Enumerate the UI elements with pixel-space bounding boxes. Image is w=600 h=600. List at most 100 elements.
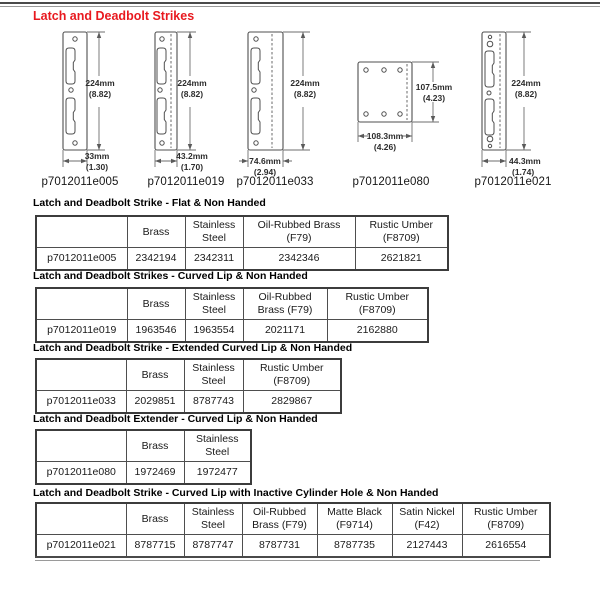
width-dimension-mm: 33mm [85, 151, 110, 161]
latch-cutout [250, 47, 261, 85]
figure-e021: 224mm (8.82) 44.3mm (1.74) p7012011e021 [460, 28, 580, 198]
latch-cutout [156, 47, 167, 85]
width-dimension-mm: 74.6mm [249, 156, 281, 166]
plate-outline [357, 61, 413, 123]
column-header-satin-nickel: Satin Nickel (F42) [391, 502, 463, 535]
cylinder-hole [486, 40, 494, 48]
screw-hole [72, 140, 78, 146]
table-extender-curved-lip: Brass Stainless Steel p7012011e080 19724… [35, 429, 252, 485]
column-header-oil-rubbed-brass: Oil-Rubbed Brass (F79) [242, 215, 356, 248]
height-dimension-mm: 107.5mm [416, 82, 453, 92]
width-dimension-mm: 108.3mm [367, 131, 404, 141]
column-header-part [35, 287, 128, 320]
part-number-cell: p7012011e019 [35, 319, 128, 343]
arrowhead [500, 158, 506, 164]
column-header-stainless-steel: Stainless Steel [183, 429, 252, 462]
column-header-part [35, 358, 127, 391]
part-code-cell: 2127443 [391, 534, 463, 558]
table-flat-non-handed: Brass Stainless Steel Oil-Rubbed Brass (… [35, 215, 449, 271]
height-dimension-in: (8.82) [515, 89, 537, 99]
data-row: p7012011e019 1963546 1963554 2021171 216… [35, 319, 429, 343]
header-row: Brass Stainless Steel Oil-Rubbed Brass (… [35, 502, 551, 535]
screw-hole [363, 111, 369, 117]
screw-hole [251, 87, 257, 93]
column-header-stainless-steel: Stainless Steel [184, 215, 244, 248]
screw-hole [487, 143, 493, 149]
screw-hole [68, 87, 74, 93]
screw-hole [397, 111, 403, 117]
header-row: Brass Stainless Steel Rustic Umber (F870… [35, 358, 342, 391]
height-dimension-in: (4.23) [423, 93, 445, 103]
data-row: p7012011e080 1972469 1972477 [35, 461, 252, 485]
header-row: Brass Stainless Steel Oil-Rubbed Brass (… [35, 215, 449, 248]
part-code-cell: 1972477 [183, 461, 252, 485]
latch-cutout [65, 47, 76, 85]
arrowhead [430, 62, 436, 68]
section-title-cylinder-hole: Latch and Deadbolt Strike - Curved Lip w… [33, 487, 439, 499]
column-header-part [35, 502, 127, 535]
column-header-brass: Brass [125, 502, 185, 535]
part-code-cell: 8787743 [183, 390, 244, 414]
part-number-label: p7012011e005 [41, 176, 119, 188]
arrowhead [171, 158, 177, 164]
arrowhead [283, 158, 289, 164]
column-header-rustic-umber: Rustic Umber (F8709) [354, 215, 449, 248]
column-header-matte-black: Matte Black (F9714) [316, 502, 393, 535]
part-code-cell: 8787715 [125, 534, 185, 558]
part-number-cell: p7012011e033 [35, 390, 127, 414]
height-dimension-in: (8.82) [294, 89, 316, 99]
column-header-brass: Brass [125, 358, 185, 391]
data-row: p7012011e005 2342194 2342311 2342346 262… [35, 247, 449, 271]
height-dimension-mm: 224mm [177, 78, 207, 88]
arrowhead [358, 133, 364, 139]
cylinder-hole [486, 135, 494, 143]
strike-plate-drawing-curved-lip: 224mm (8.82) 43.2mm (1.70) [154, 31, 208, 172]
part-number-cell: p7012011e005 [35, 247, 128, 271]
part-code-cell: 2829867 [242, 390, 342, 414]
extender-plate-drawing: 107.5mm (4.23) 108.3mm (4.26) [357, 61, 453, 152]
part-number-label: p7012011e033 [236, 176, 314, 188]
width-dimension-in: (1.70) [181, 162, 203, 172]
strike-plate-drawing-extended-lip: 224mm (8.82) 74.6mm (2.94) [239, 31, 320, 177]
arrowhead [96, 32, 102, 38]
part-code-cell: 2029851 [125, 390, 185, 414]
column-header-rustic-umber: Rustic Umber (F8709) [242, 358, 342, 391]
arrowhead [406, 133, 412, 139]
screw-hole [381, 111, 387, 117]
part-code-cell: 8787735 [316, 534, 393, 558]
part-code-cell: 8787731 [241, 534, 318, 558]
width-dimension-in: (1.74) [512, 167, 534, 177]
screw-hole [381, 67, 387, 73]
part-number-label: p7012011e080 [352, 176, 430, 188]
part-number-label: p7012011e021 [474, 176, 552, 188]
dimension-extension-lines [62, 31, 105, 167]
part-code-cell: 2621821 [354, 247, 449, 271]
column-header-brass: Brass [126, 215, 186, 248]
data-row: p7012011e021 8787715 8787747 8787731 878… [35, 534, 551, 558]
arrowhead [430, 116, 436, 122]
width-dimension-in: (2.94) [254, 167, 276, 177]
bottom-divider [35, 556, 540, 561]
dimension-extension-lines [357, 61, 439, 142]
section-title-curved-lip: Latch and Deadbolt Strikes - Curved Lip … [33, 270, 308, 282]
deadbolt-cutout [250, 97, 261, 135]
screw-hole [157, 87, 163, 93]
screw-hole [486, 90, 492, 96]
arrowhead [482, 158, 488, 164]
column-header-stainless-steel: Stainless Steel [184, 287, 244, 320]
part-number-cell: p7012011e080 [35, 461, 127, 485]
strike-plate-drawing-flat: 224mm (8.82) 33mm (1.30) [62, 31, 115, 172]
arrowhead [63, 158, 69, 164]
column-header-part [35, 215, 128, 248]
latch-cutout [484, 50, 495, 88]
part-code-cell: 2342194 [126, 247, 186, 271]
arrowhead [187, 144, 193, 150]
deadbolt-cutout [156, 97, 167, 135]
part-number-label: p7012011e019 [147, 176, 225, 188]
width-dimension-mm: 44.3mm [509, 156, 541, 166]
section-title-extender: Latch and Deadbolt Extender - Curved Lip… [33, 413, 318, 425]
screw-hole [487, 34, 493, 40]
table-curved-lip-non-handed: Brass Stainless Steel Oil-Rubbed Brass (… [35, 287, 429, 343]
part-code-cell: 2342346 [242, 247, 356, 271]
